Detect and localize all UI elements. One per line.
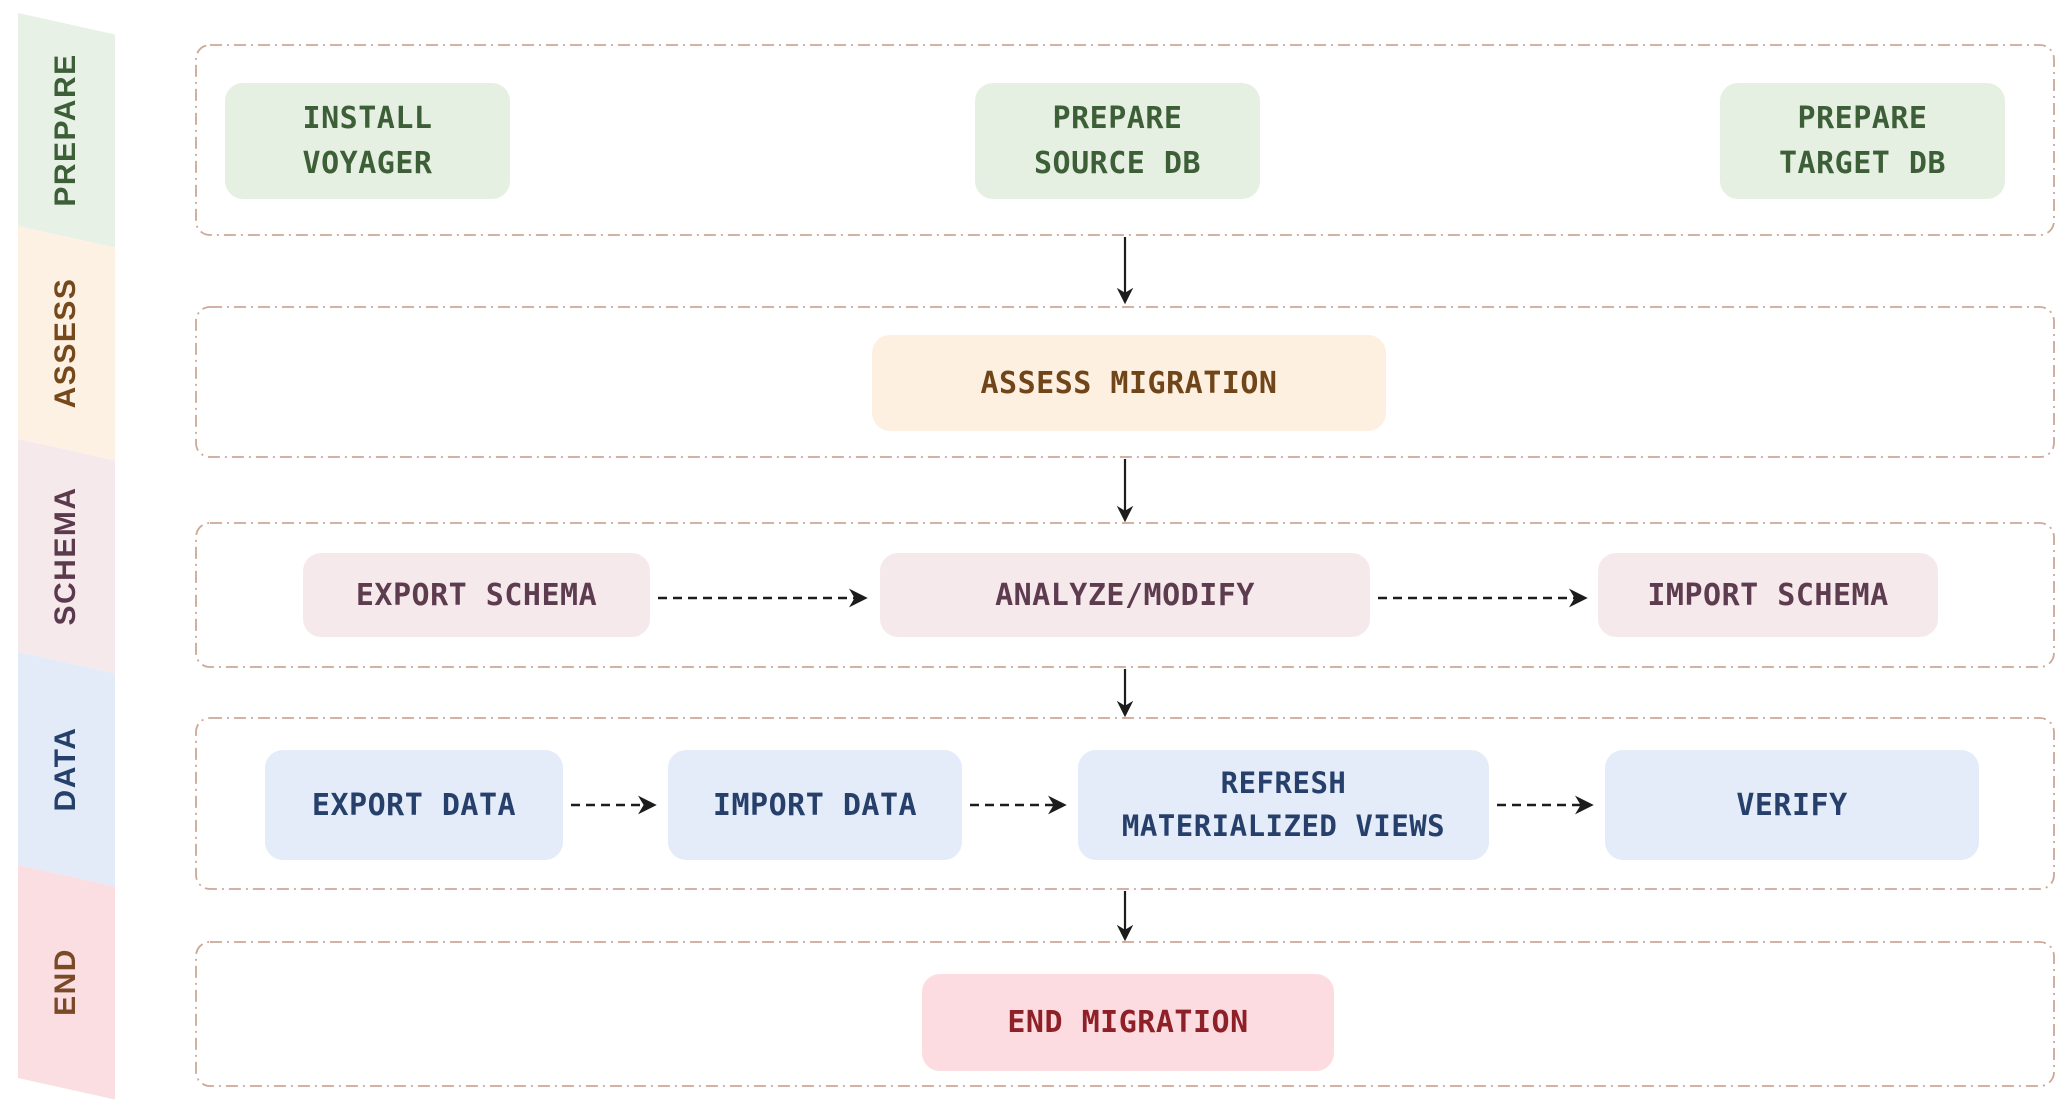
node-end-migration: END MIGRATION — [922, 974, 1334, 1071]
stage-label-prepare: PREPARE — [49, 53, 82, 207]
node-prepare-source-db: PREPARE SOURCE DB — [975, 83, 1260, 199]
node-import-schema: IMPORT SCHEMA — [1598, 553, 1938, 637]
node-verify: VERIFY — [1605, 750, 1979, 860]
node-prepare-target-db: PREPARE TARGET DB — [1720, 83, 2005, 199]
node-export-data: EXPORT DATA — [265, 750, 563, 860]
stage-label-assess: ASSESS — [49, 277, 82, 409]
node-import-data: IMPORT DATA — [668, 750, 962, 860]
stage-label-end: END — [49, 948, 82, 1016]
stage-label-data: DATA — [49, 726, 82, 812]
node-export-schema: EXPORT SCHEMA — [303, 553, 650, 637]
node-install-voyager: INSTALL VOYAGER — [225, 83, 510, 199]
node-assess-migration: ASSESS MIGRATION — [872, 335, 1386, 431]
stage-label-schema: SCHEMA — [49, 486, 82, 626]
node-analyze-modify: ANALYZE/MODIFY — [880, 553, 1370, 637]
node-refresh-materialized-views: REFRESH MATERIALIZED VIEWS — [1078, 750, 1489, 860]
